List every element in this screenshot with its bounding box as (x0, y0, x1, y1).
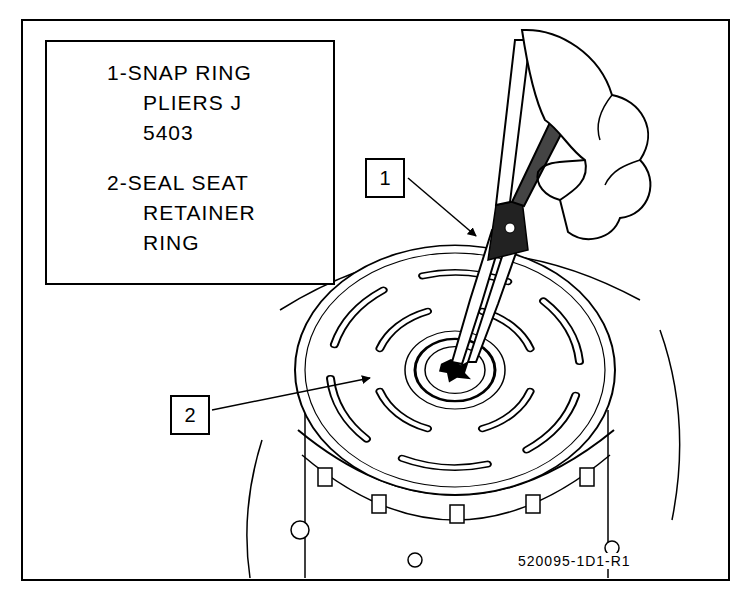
housing-outline (247, 440, 262, 578)
clutch-lug (580, 468, 594, 486)
callout-box: 2 (170, 395, 210, 435)
plate-slot (334, 290, 383, 345)
plate-slot (331, 379, 367, 439)
plate-slot (543, 301, 579, 361)
plate-slot (527, 395, 576, 450)
finger-line (598, 95, 612, 140)
figure-number: 520095-1D1-R1 (516, 553, 633, 569)
hand-outline (522, 30, 650, 239)
leader-line (408, 178, 476, 236)
callout-box: 1 (365, 158, 405, 198)
plate-slot (402, 458, 487, 467)
callout-key-box: 1-SNAP RING PLIERS J 5403 2-SEAL SEAT RET… (45, 40, 335, 285)
plate-slots (331, 273, 580, 468)
plate-rim (295, 245, 615, 495)
plier-pivot (488, 200, 528, 260)
callout-number: 2 (184, 403, 195, 427)
plate-slot (543, 301, 579, 361)
plate-rim (305, 253, 605, 487)
plier-rivet (505, 223, 515, 233)
plate-slot (331, 379, 367, 439)
callout-key-text: 2-SEAL SEAT RETAINER RING (107, 168, 283, 258)
plate-slots (331, 273, 580, 468)
bolt-hole (408, 553, 422, 567)
housing-outline (660, 330, 680, 520)
plate-slot (527, 395, 576, 450)
callout-number: 1 (379, 166, 390, 190)
finger-line (605, 160, 640, 185)
hand (522, 30, 650, 239)
clutch-lug (526, 495, 540, 513)
clutch-lug (450, 505, 464, 523)
clutch-plate (295, 245, 615, 495)
thumb-outline (537, 160, 585, 200)
clutch-lug (372, 495, 386, 513)
plate-slot (334, 290, 383, 345)
figure-frame (22, 20, 729, 580)
clutch-lug (318, 468, 332, 486)
bolt-hole (291, 521, 309, 539)
clutch-hub (405, 331, 505, 409)
plate-slot (402, 458, 487, 467)
leader-line (212, 378, 370, 410)
callout-key-text: 1-SNAP RING PLIERS J 5403 (107, 58, 283, 148)
